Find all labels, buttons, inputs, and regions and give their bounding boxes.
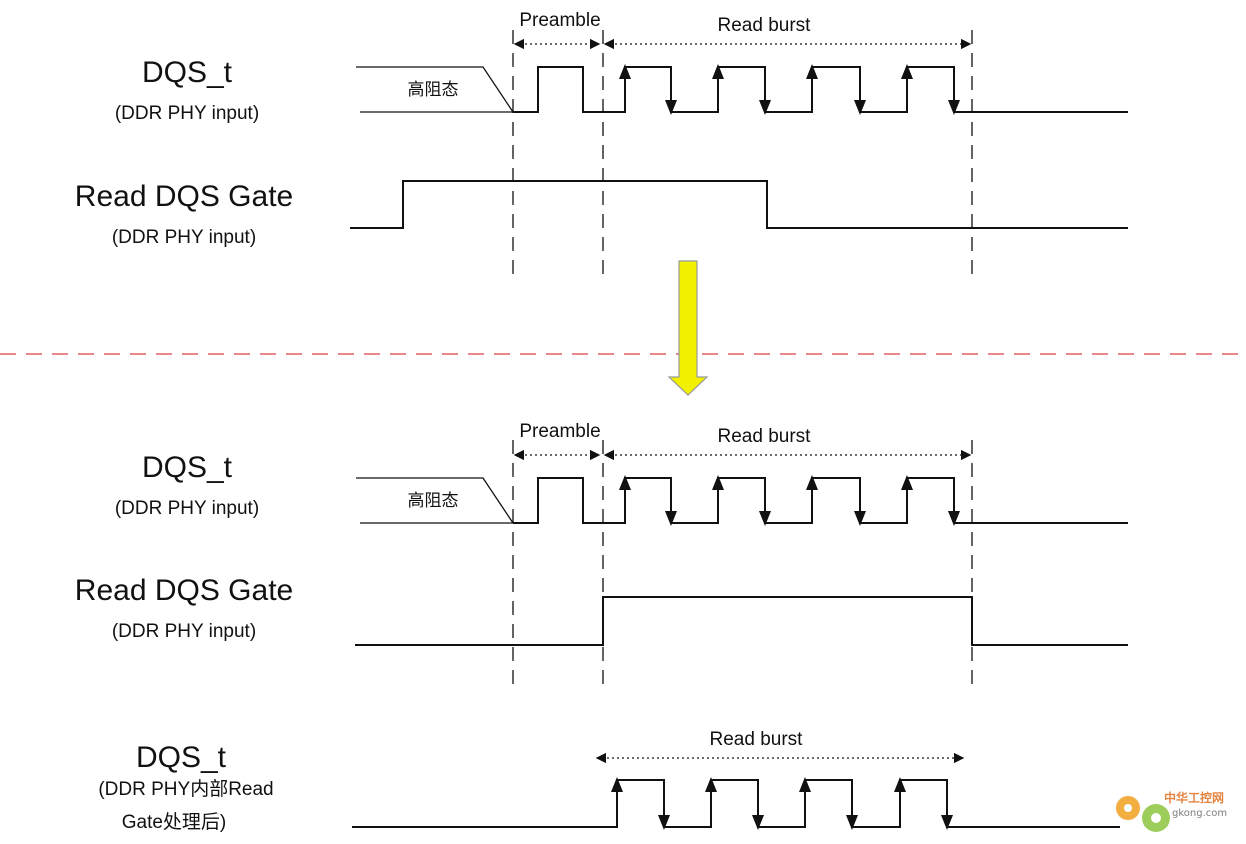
dqs-waveform: [513, 477, 1128, 524]
watermark-logo: 中华工控网 gkong.com: [1116, 790, 1227, 832]
dqs-signal-sub-line1: (DDR PHY内部Read: [98, 778, 273, 800]
watermark-text: 中华工控网: [1164, 790, 1224, 805]
dqs-signal-sub-line2: Gate处理后): [122, 811, 227, 833]
rising-edge-arrow: [619, 64, 631, 79]
gate-signal-sub: (DDR PHY input): [112, 227, 256, 248]
high-z-upper-line: [356, 477, 514, 524]
rising-edge-arrow: [705, 777, 717, 792]
dqs-signal-name: DQS_t: [142, 451, 233, 484]
falling-edge-arrow: [854, 100, 866, 115]
gate-signal-sub: (DDR PHY input): [112, 621, 256, 642]
gate-signal-name: Read DQS Gate: [75, 574, 293, 607]
dqs-waveform: [513, 66, 1128, 113]
gate-signal-name: Read DQS Gate: [75, 180, 293, 213]
rising-edge-arrow: [712, 64, 724, 79]
read-burst-label: Read burst: [718, 15, 812, 36]
rising-edge-arrow: [901, 475, 913, 490]
high-z-upper-line: [356, 66, 514, 113]
rising-edge-arrow: [894, 777, 906, 792]
high-z-label: 高阻态: [408, 80, 459, 100]
rising-edge-arrow: [619, 475, 631, 490]
read-burst-label: Read burst: [710, 729, 804, 750]
watermark-sub: gkong.com: [1172, 808, 1227, 819]
falling-edge-arrow: [658, 815, 670, 830]
rising-edge-arrow: [901, 64, 913, 79]
read-dqs-gate-waveform: [350, 180, 1128, 229]
rising-edge-arrow: [806, 64, 818, 79]
dqs-signal-sub: (DDR PHY input): [115, 498, 259, 519]
falling-edge-arrow: [948, 100, 960, 115]
dqs-signal-name: DQS_t: [136, 741, 227, 774]
falling-edge-arrow: [846, 815, 858, 830]
read-dqs-gate-waveform: [355, 596, 1128, 646]
falling-edge-arrow: [752, 815, 764, 830]
panel-top: DQS_t (DDR PHY input) Read DQS Gate (DDR…: [75, 10, 1128, 275]
falling-edge-arrow: [759, 511, 771, 526]
dqs-edge-arrows: [619, 475, 960, 526]
preamble-label: Preamble: [519, 10, 600, 31]
dqs-signal-name: DQS_t: [142, 56, 233, 89]
preamble-label: Preamble: [519, 421, 600, 442]
dqs-edge-arrows: [619, 64, 960, 115]
high-z-label: 高阻态: [408, 491, 459, 511]
falling-edge-arrow: [948, 511, 960, 526]
rising-edge-arrow: [611, 777, 623, 792]
falling-edge-arrow: [665, 100, 677, 115]
dqs-edge-arrows: [611, 777, 953, 830]
falling-edge-arrow: [854, 511, 866, 526]
read-burst-label: Read burst: [718, 426, 812, 447]
rising-edge-arrow: [799, 777, 811, 792]
panel-bottom: DQS_t (DDR PHY内部Read Gate处理后) Read burst: [98, 729, 1120, 833]
falling-edge-arrow: [759, 100, 771, 115]
falling-edge-arrow: [665, 511, 677, 526]
gated-dqs-waveform: [352, 779, 1120, 828]
rising-edge-arrow: [806, 475, 818, 490]
down-arrow-icon: [667, 260, 709, 396]
dqs-signal-sub: (DDR PHY input): [115, 103, 259, 124]
rising-edge-arrow: [712, 475, 724, 490]
panel-middle: DQS_t (DDR PHY input) Read DQS Gate (DDR…: [75, 421, 1128, 688]
falling-edge-arrow: [941, 815, 953, 830]
